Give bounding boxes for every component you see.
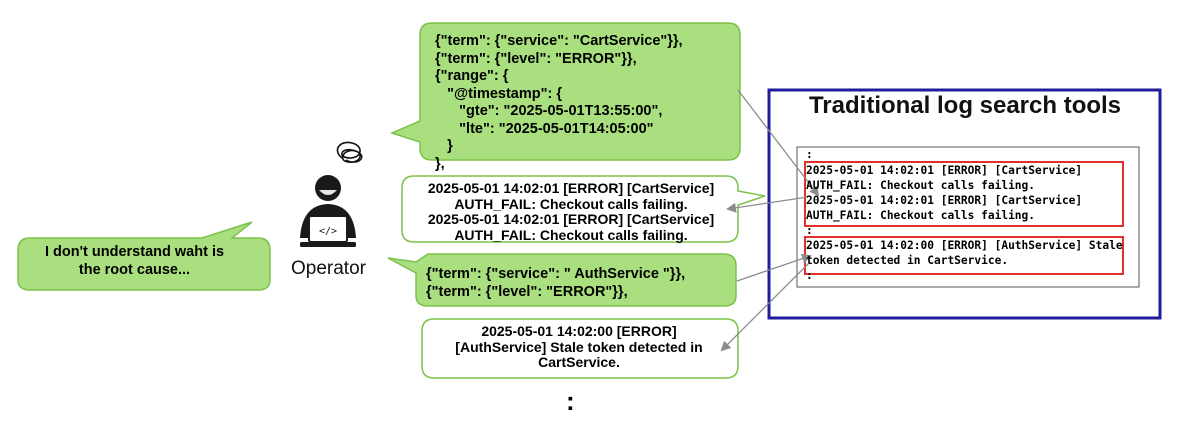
log-line: token detected in CartService. bbox=[806, 254, 1009, 267]
query-2-line: {"term": {"level": "ERROR"}}, bbox=[426, 283, 628, 300]
arrow-query2-to-logs bbox=[736, 253, 812, 282]
result-1-bubble bbox=[401, 175, 766, 243]
query-1-line: {"term": {"service": "CartService"}}, bbox=[435, 33, 683, 49]
log-line: 2025-05-01 14:02:01 [ERROR] [CartService… bbox=[806, 194, 1083, 207]
log-line: 2025-05-01 14:02:01 [ERROR] [CartService… bbox=[806, 164, 1083, 177]
confused-scribble-icon bbox=[336, 141, 363, 163]
query-2-bubble bbox=[387, 253, 737, 307]
operator-message: I don't understand waht is the root caus… bbox=[22, 243, 247, 279]
query-2-text: {"term": {"service": " AuthService "}}, … bbox=[426, 266, 726, 301]
log-line: : bbox=[806, 224, 813, 237]
result-2-line: [AuthService] Stale token detected in bbox=[455, 338, 703, 355]
query-1-line: "@timestamp": { bbox=[435, 85, 562, 102]
arrow-query1-to-logs bbox=[737, 89, 820, 197]
log-line: AUTH_FAIL: Checkout calls failing. bbox=[806, 179, 1036, 192]
query-1-line: {"range": { bbox=[435, 68, 509, 84]
query-1-line: } bbox=[435, 138, 453, 154]
result-2-bubble bbox=[421, 318, 739, 379]
operator-message-bubble bbox=[17, 221, 271, 291]
log-line: 2025-05-01 14:02:00 [ERROR] [AuthService… bbox=[806, 239, 1123, 252]
log-line: AUTH_FAIL: Checkout calls failing. bbox=[806, 209, 1036, 222]
tools-panel-title: Traditional log search tools bbox=[808, 92, 1122, 119]
query-1-bubble bbox=[389, 22, 741, 161]
result-1-line: 2025-05-01 14:02:01 [ERROR] [CartService… bbox=[427, 180, 715, 196]
log-viewer-frame bbox=[796, 146, 1140, 288]
arrow-logs-to-result2 bbox=[720, 261, 811, 352]
result-2-text: 2025-05-01 14:02:00 [ERROR] [AuthService… bbox=[426, 323, 732, 371]
continuation-ellipsis: : bbox=[566, 386, 575, 416]
result-1-text: 2025-05-01 14:02:01 [ERROR] [CartService… bbox=[410, 180, 732, 243]
operator-label: Operator bbox=[291, 258, 366, 279]
result-1-line: 2025-05-01 14:02:01 [ERROR] [CartService… bbox=[427, 211, 715, 227]
query-1-text: {"term": {"service": "CartService"}}, {"… bbox=[435, 33, 735, 173]
result-2-line: 2025-05-01 14:02:00 [ERROR] bbox=[481, 323, 677, 339]
query-1-line: "gte": "2025-05-01T13:55:00", bbox=[435, 103, 663, 119]
log-line: : bbox=[806, 269, 813, 282]
result-2-line: CartService. bbox=[538, 354, 620, 370]
result-1-line: AUTH_FAIL: Checkout calls failing. bbox=[454, 195, 688, 212]
svg-text:</>: </> bbox=[319, 226, 337, 237]
cart-service-highlight bbox=[804, 161, 1124, 227]
log-line: : bbox=[806, 148, 813, 161]
query-1-line: "lte": "2025-05-01T14:05:00" bbox=[435, 120, 654, 137]
query-2-line: {"term": {"service": " AuthService "}}, bbox=[426, 266, 686, 282]
query-1-line: {"term": {"level": "ERROR"}}, bbox=[435, 50, 637, 67]
result-1-line: AUTH_FAIL: Checkout calls failing. bbox=[454, 226, 688, 243]
log-viewer: : 2025-05-01 14:02:01 [ERROR] [CartServi… bbox=[797, 147, 1139, 287]
operator-message-line: the root cause... bbox=[78, 262, 191, 278]
operator-icon: </> bbox=[300, 141, 363, 247]
arrow-logs-to-result1 bbox=[726, 196, 809, 213]
operator-message-line: I don't understand waht is bbox=[44, 244, 225, 260]
query-1-line: }, bbox=[435, 155, 445, 172]
